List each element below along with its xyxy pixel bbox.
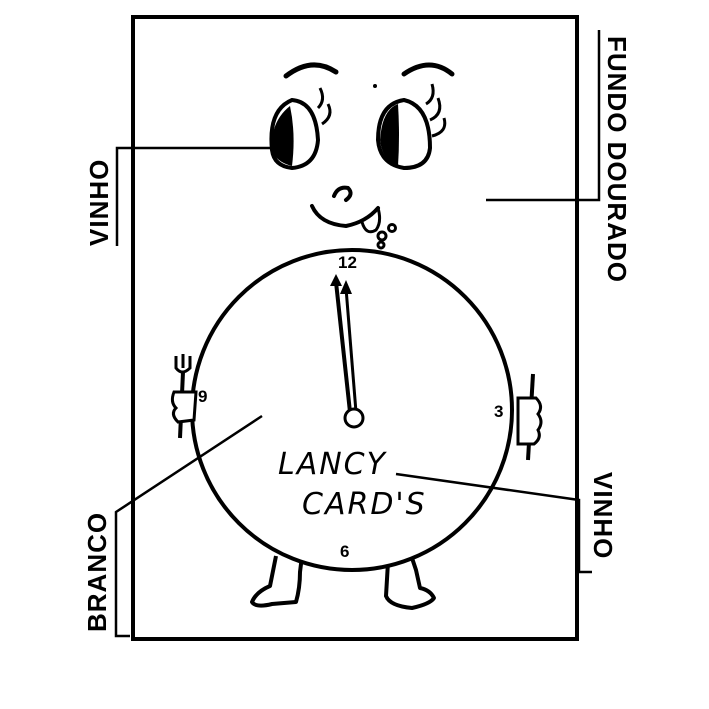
forehead-dot: [373, 84, 377, 88]
right-eye-icon: [375, 83, 447, 171]
fork-icon: [170, 354, 198, 439]
label-vinho-right: VINHO: [588, 472, 618, 559]
hand-arrow-icon: [330, 274, 342, 286]
label-branco: BRANCO: [82, 512, 112, 632]
mouth-icon: [310, 204, 380, 229]
clock-number-9: 9: [198, 387, 207, 406]
clock-number-12: 12: [338, 253, 357, 272]
hand-arrow-icon: [340, 280, 352, 294]
minute-hand: [344, 287, 358, 413]
leader-line-left-bottom: [114, 414, 263, 638]
clock-number-6: 6: [340, 542, 349, 561]
left-eye-icon: [269, 87, 332, 171]
label-vinho-left: VINHO: [84, 159, 114, 246]
drool-dot: [376, 240, 386, 250]
leader-line-right-top: [486, 30, 601, 202]
hour-hand: [334, 281, 352, 413]
brand-line-2: CARD'S: [302, 487, 427, 522]
drool-dot: [387, 223, 397, 233]
clock-number-3: 3: [494, 402, 503, 421]
leader-line-left-top: [115, 146, 272, 246]
knife-icon: [516, 373, 543, 461]
clock-center: [343, 407, 365, 429]
nose-icon: [332, 185, 353, 202]
leader-line-right-bottom: [395, 472, 592, 574]
left-leg-icon: [250, 555, 304, 608]
label-fundo-dourado: FUNDO DOURADO: [602, 36, 632, 283]
right-eyebrow: [401, 62, 455, 77]
left-eyebrow: [283, 62, 339, 79]
card-frame: [131, 15, 579, 641]
drool-dot: [376, 230, 388, 242]
right-leg-icon: [384, 557, 436, 610]
tongue-icon: [360, 207, 382, 234]
brand-line-1: LANCY: [278, 447, 388, 482]
